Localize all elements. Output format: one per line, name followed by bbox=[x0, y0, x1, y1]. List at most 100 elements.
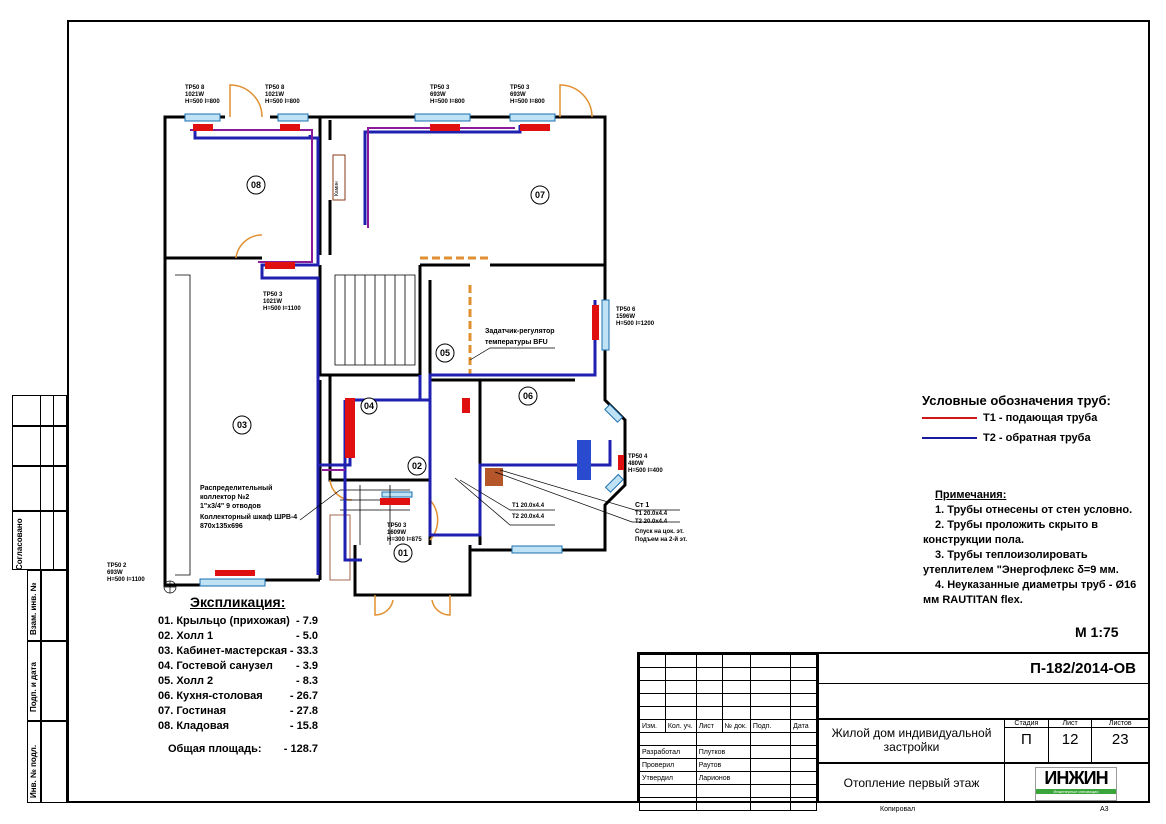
explication-row: 08. Кладовая- 15.8 bbox=[158, 720, 318, 732]
stairs bbox=[175, 274, 416, 581]
svg-text:H=500 l=1200: H=500 l=1200 bbox=[616, 321, 655, 327]
legend-title: Условные обозначения труб: bbox=[922, 393, 1111, 408]
column-header: Кол. уч. bbox=[664, 719, 697, 733]
kitchen-sink bbox=[577, 440, 591, 480]
explication-row: 02. Холл 1- 5.0 bbox=[158, 630, 318, 642]
legend-item-return: Т2 - обратная труба bbox=[922, 428, 1111, 448]
svg-text:Т2 20.0x4.4: Т2 20.0x4.4 bbox=[635, 519, 668, 525]
svg-text:1596W: 1596W bbox=[616, 314, 635, 320]
room-03: 03 bbox=[232, 415, 252, 435]
legend-item-supply: Т1 - подающая труба bbox=[922, 408, 1111, 428]
explication: Экспликация: 01. Крыльцо (прихожая)- 7.9… bbox=[158, 595, 318, 757]
fireplace-label: Камин bbox=[334, 181, 340, 196]
svg-text:480W: 480W bbox=[628, 461, 644, 467]
explication-title: Экспликация: bbox=[190, 594, 286, 610]
format-label: А3 bbox=[1100, 806, 1109, 813]
radiators bbox=[193, 124, 624, 576]
windows bbox=[184, 113, 624, 587]
svg-text:ТР50 3: ТР50 3 bbox=[430, 85, 450, 91]
svg-text:Спуск на цок. эт.: Спуск на цок. эт. bbox=[635, 529, 684, 535]
svg-text:693W: 693W bbox=[510, 92, 526, 98]
scale-label: М 1:75 bbox=[1075, 624, 1119, 640]
svg-text:Коллекторный шкаф ШРВ-4: Коллекторный шкаф ШРВ-4 bbox=[200, 513, 297, 521]
room-02: 02 bbox=[407, 456, 427, 476]
room-04: 04 bbox=[360, 397, 378, 415]
svg-text:ТР50 4: ТР50 4 bbox=[628, 454, 648, 460]
svg-text:ТР50 2: ТР50 2 bbox=[107, 563, 127, 569]
leader-lines bbox=[163, 347, 680, 594]
document-code: П-182/2014-ОВ bbox=[817, 654, 1148, 684]
drawing-frame bbox=[67, 20, 1150, 803]
svg-text:температуры BFU: температуры BFU bbox=[485, 339, 548, 346]
svg-text:1021W: 1021W bbox=[185, 92, 204, 98]
column-header: Изм. bbox=[639, 719, 666, 733]
svg-text:Задатчик-регулятор: Задатчик-регулятор bbox=[485, 328, 555, 335]
svg-text:коллектор №2: коллектор №2 bbox=[200, 493, 249, 501]
annotations: Задатчик-регулятор температуры BFU Распр… bbox=[200, 328, 687, 543]
svg-text:H=500 l=800: H=500 l=800 bbox=[510, 99, 545, 105]
svg-text:ТР50 3: ТР50 3 bbox=[263, 292, 283, 298]
explication-row: 04. Гостевой санузел- 3.9 bbox=[158, 660, 318, 672]
svg-text:01: 01 bbox=[398, 548, 408, 558]
svg-text:H=500 l=1100: H=500 l=1100 bbox=[263, 306, 301, 312]
logo-cell: ИНЖИН Инженерные инновации bbox=[1004, 764, 1148, 801]
riser-box bbox=[485, 468, 503, 486]
explication-total: Общая площадь:- 128.7 bbox=[168, 743, 318, 755]
svg-text:03: 03 bbox=[237, 420, 247, 430]
svg-text:ТР50 3: ТР50 3 bbox=[387, 523, 407, 529]
explication-row: 07. Гостиная- 27.8 bbox=[158, 705, 318, 717]
svg-text:H=500 l=800: H=500 l=800 bbox=[265, 99, 300, 105]
svg-text:Т1 20.0x4.4: Т1 20.0x4.4 bbox=[635, 511, 668, 517]
svg-text:Т1 20.0x4.4: Т1 20.0x4.4 bbox=[512, 503, 545, 509]
room-06: 06 bbox=[518, 386, 538, 406]
svg-text:Ст 1: Ст 1 bbox=[635, 502, 649, 509]
svg-text:ТР50 6: ТР50 6 bbox=[616, 307, 636, 313]
svg-text:1021W: 1021W bbox=[265, 92, 284, 98]
doors bbox=[229, 84, 593, 616]
svg-text:H=500 l=800: H=500 l=800 bbox=[430, 99, 465, 105]
svg-text:05: 05 bbox=[440, 348, 450, 358]
svg-text:H=500 l=1100: H=500 l=1100 bbox=[107, 577, 145, 583]
copied-label: Копировал bbox=[880, 806, 916, 813]
room-01: 01 bbox=[393, 543, 413, 563]
svg-text:ТР50 3: ТР50 3 bbox=[510, 85, 530, 91]
pipe-legend: Условные обозначения труб: Т1 - подающая… bbox=[922, 393, 1111, 448]
room-08: 08 bbox=[246, 175, 266, 195]
explication-row: 01. Крыльцо (прихожая)- 7.9 bbox=[158, 615, 318, 627]
svg-text:Т2 20.0x4.4: Т2 20.0x4.4 bbox=[512, 514, 545, 520]
svg-text:ТР50 8: ТР50 8 bbox=[265, 85, 285, 91]
column-header: Дата bbox=[790, 719, 817, 733]
sheet-title: Отопление первый этаж bbox=[817, 764, 1004, 801]
svg-text:06: 06 bbox=[523, 391, 533, 401]
svg-text:870x135x696: 870x135x696 bbox=[200, 523, 243, 530]
svg-text:H=300 l=875: H=300 l=875 bbox=[387, 537, 422, 543]
svg-text:ТР50 8: ТР50 8 bbox=[185, 85, 205, 91]
explication-row: 05. Холл 2- 8.3 bbox=[158, 675, 318, 687]
notes: Примечания: 1. Трубы отнесены от стен ус… bbox=[923, 488, 1148, 608]
room-labels: 08 07 03 05 04 06 02 01 bbox=[232, 175, 550, 563]
return-line-swatch bbox=[922, 437, 977, 439]
supply-line-swatch bbox=[922, 417, 977, 419]
company-logo: ИНЖИН Инженерные инновации bbox=[1035, 767, 1117, 801]
return-pipes-t2 bbox=[193, 125, 612, 575]
notes-title: Примечания: bbox=[935, 489, 1007, 501]
column-header: Лист bbox=[695, 719, 723, 733]
svg-text:693W: 693W bbox=[430, 92, 446, 98]
svg-text:H=500 l=400: H=500 l=400 bbox=[628, 468, 663, 474]
svg-text:Распределительный: Распределительный bbox=[200, 484, 272, 492]
fireplace bbox=[332, 154, 346, 201]
room-07: 07 bbox=[530, 185, 550, 205]
svg-text:1021W: 1021W bbox=[263, 299, 282, 305]
svg-text:H=500 l=800: H=500 l=800 bbox=[185, 99, 220, 105]
svg-text:07: 07 bbox=[535, 190, 545, 200]
svg-text:02: 02 bbox=[412, 461, 422, 471]
room-05: 05 bbox=[435, 343, 455, 363]
